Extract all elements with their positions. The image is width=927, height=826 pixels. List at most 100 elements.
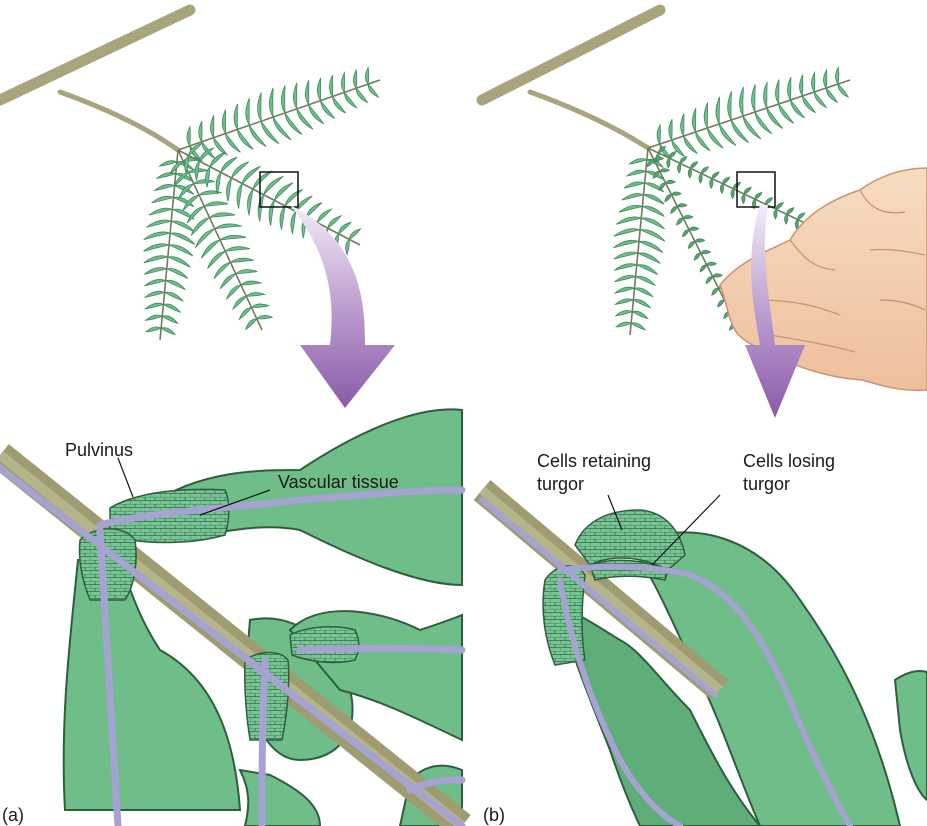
pinna	[629, 158, 646, 163]
pulvinus-cells	[290, 627, 359, 663]
pinna	[755, 192, 762, 199]
pinna	[321, 101, 335, 119]
pinna	[143, 244, 169, 251]
pinna	[684, 136, 698, 154]
pinna	[665, 195, 672, 202]
pinna	[281, 85, 285, 113]
pinna	[234, 104, 237, 130]
pinna	[339, 222, 351, 234]
pinna	[236, 270, 258, 274]
pinna	[258, 195, 264, 222]
pinna	[328, 216, 341, 229]
cells-retaining-label-line1: Cells retaining	[537, 451, 651, 471]
pinna	[614, 229, 640, 237]
pinna	[616, 217, 641, 224]
leaf-rachis	[178, 80, 380, 150]
pinna	[305, 80, 308, 104]
pinna	[199, 121, 202, 142]
pinna	[221, 157, 237, 172]
pinna	[306, 203, 321, 217]
pinna	[163, 304, 180, 312]
pinna	[225, 247, 250, 252]
pinna	[215, 224, 242, 229]
pinna	[162, 316, 177, 324]
pinna	[349, 229, 360, 240]
compound-leaf	[648, 67, 850, 159]
pinna	[216, 172, 221, 194]
pinna	[616, 322, 631, 327]
pinna	[166, 280, 186, 289]
pinna	[615, 275, 636, 281]
pinna	[720, 184, 723, 194]
pinna	[682, 230, 689, 237]
pinna	[341, 73, 344, 93]
pinna	[766, 197, 773, 204]
pinna	[691, 162, 698, 169]
pinna	[246, 319, 257, 330]
leaf-rachis	[178, 150, 360, 245]
pinna	[824, 70, 827, 88]
pinna	[329, 75, 332, 96]
pinna	[145, 303, 163, 309]
pinna	[635, 288, 653, 297]
panel-b-letter: (b)	[483, 805, 505, 825]
pinna	[146, 315, 163, 320]
panel-b-detail: Cells retaining turgor Cells losing turg…	[482, 451, 927, 826]
pinna	[776, 80, 779, 104]
pinna	[699, 174, 702, 184]
pinna	[688, 241, 695, 248]
pinna	[636, 276, 656, 285]
pinna	[740, 87, 744, 116]
pinna	[657, 125, 660, 144]
pinna	[332, 96, 345, 113]
pinna	[252, 304, 269, 308]
leaf-rachis	[648, 148, 830, 235]
pinna	[633, 300, 650, 308]
pinna	[718, 300, 725, 307]
pinna	[689, 227, 699, 230]
pinna	[688, 168, 691, 178]
panel-b-top-illustration	[482, 10, 927, 418]
pinna	[641, 218, 664, 229]
compound-leaf	[178, 68, 380, 161]
pinna	[214, 138, 228, 156]
pinna	[659, 183, 666, 190]
pinna	[615, 299, 633, 305]
pinna	[680, 157, 687, 164]
pinna	[619, 205, 642, 212]
pinna	[716, 97, 720, 124]
pinna	[344, 92, 356, 107]
pinna	[701, 167, 708, 174]
pinna	[167, 268, 188, 278]
pinna	[707, 262, 717, 265]
pinna	[731, 189, 734, 199]
pinna	[624, 182, 644, 188]
pinna	[145, 291, 165, 297]
pinna	[631, 323, 645, 330]
pinna	[187, 127, 190, 146]
pinna	[269, 200, 274, 225]
pinna	[672, 192, 682, 195]
pinna	[742, 194, 745, 204]
pinna	[683, 215, 693, 218]
petiole	[530, 92, 648, 148]
pinna	[233, 296, 246, 309]
pinna	[677, 163, 680, 173]
pinna	[712, 172, 719, 179]
pinna	[365, 68, 368, 85]
pinna	[744, 187, 751, 194]
leaflet	[240, 770, 320, 826]
main-stem	[482, 10, 660, 100]
pinna	[616, 310, 633, 315]
pinna	[614, 264, 637, 271]
pinna	[838, 84, 848, 97]
pinna	[149, 208, 172, 215]
pinna	[227, 285, 241, 299]
pinna	[613, 240, 639, 247]
pinna	[146, 220, 171, 227]
vascular-tissue-label: Vascular tissue	[278, 472, 399, 492]
pinna	[787, 208, 794, 215]
pinna	[368, 84, 378, 97]
pinna	[695, 239, 705, 242]
pinna	[247, 189, 252, 215]
